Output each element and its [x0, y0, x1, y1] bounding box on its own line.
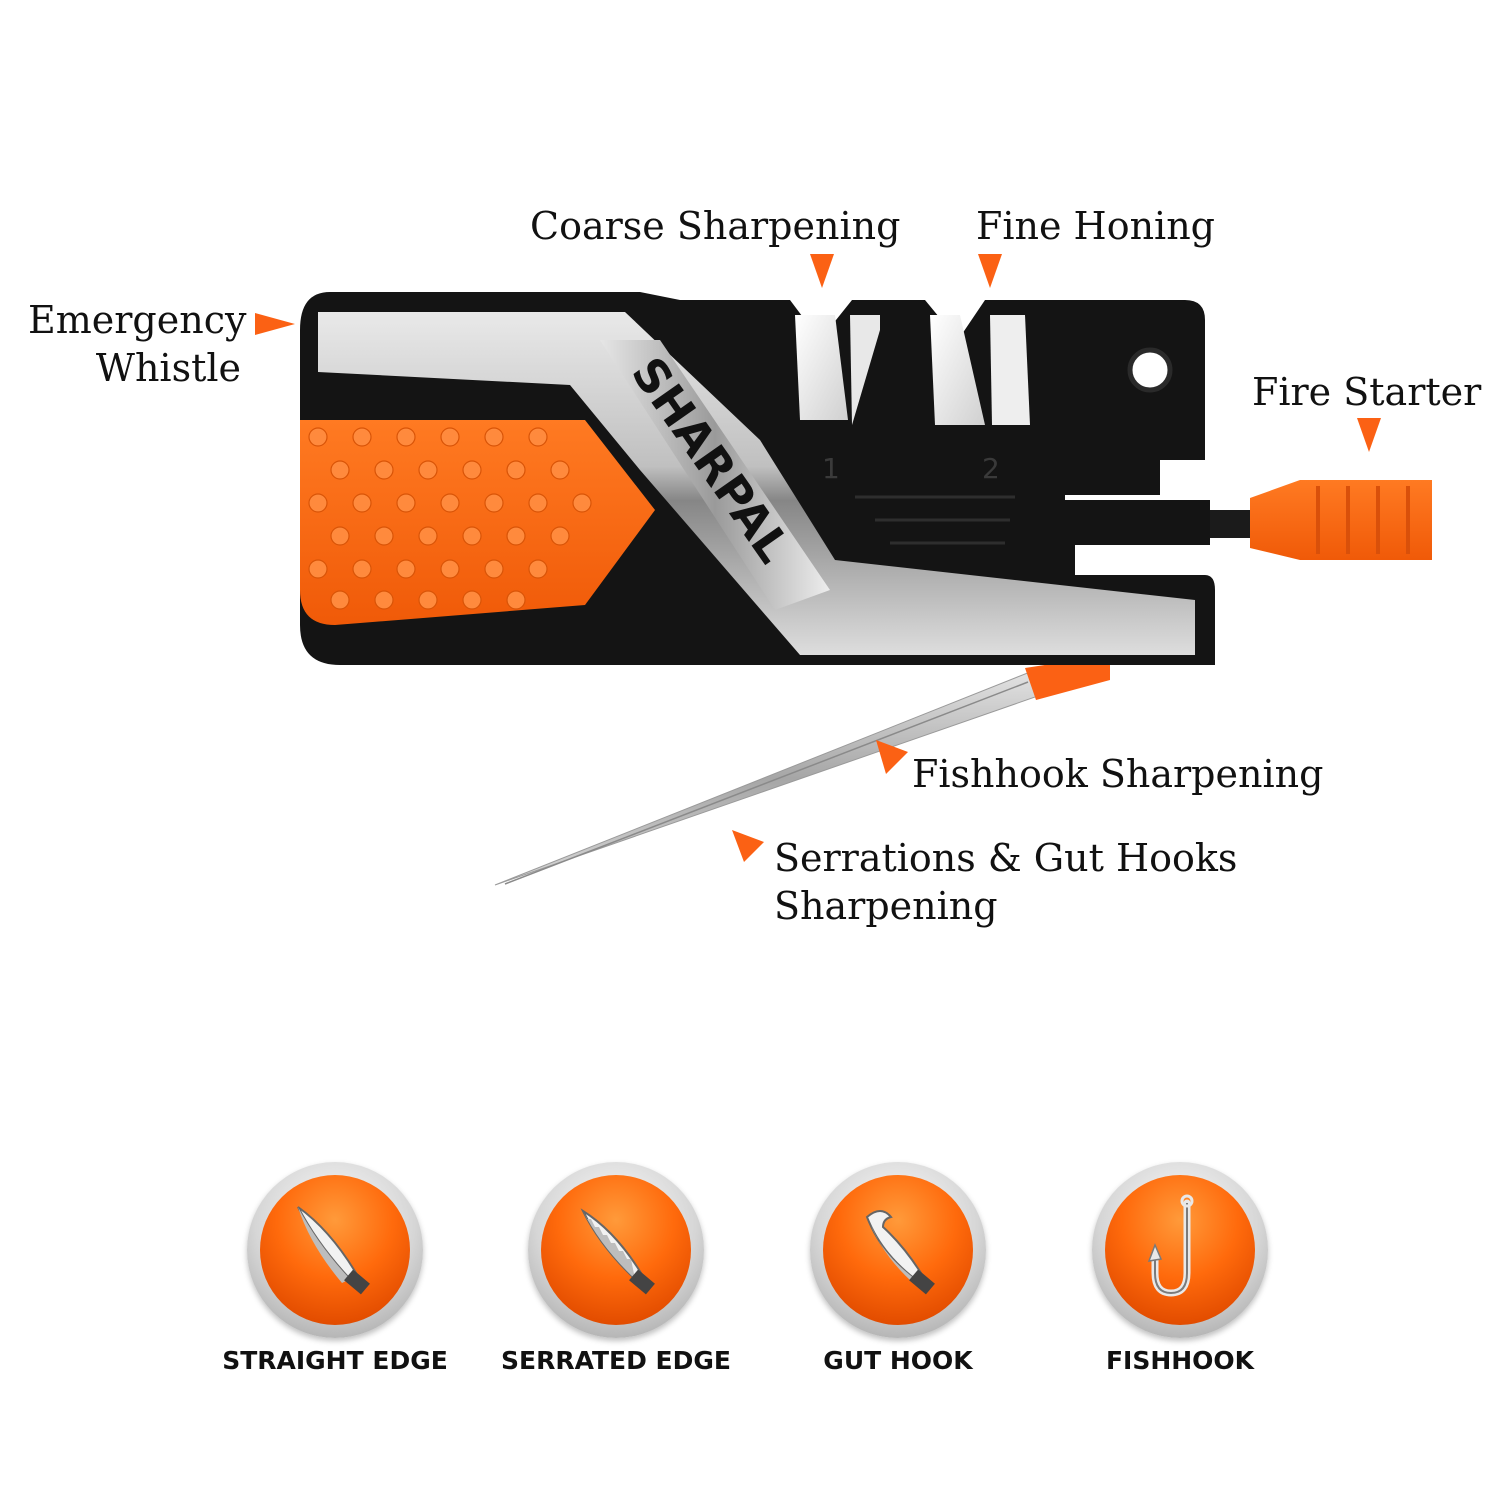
- grip-dot: [396, 493, 416, 513]
- grip-dot: [308, 493, 328, 513]
- grip-dot: [396, 559, 416, 579]
- grip-dot: [462, 590, 482, 610]
- grip-dot: [352, 427, 372, 447]
- chrome-diagonal: [600, 340, 830, 610]
- arrow-fire-icon: [1357, 418, 1381, 452]
- callout-fishhook-text: Fishhook Sharpening: [912, 752, 1324, 796]
- grip-dot: [484, 427, 504, 447]
- arrow-fine-icon: [978, 254, 1002, 288]
- straight-edge-knife-icon: [297, 1206, 370, 1295]
- fine-slot-number: 2: [982, 452, 1000, 485]
- grip-dot: [440, 493, 460, 513]
- grip-dot: [396, 427, 416, 447]
- grip-dot: [330, 526, 350, 546]
- grip-dot: [418, 590, 438, 610]
- callout-whistle-line2: Whistle: [95, 346, 241, 390]
- badge-label-straight-edge: STRAIGHT EDGE: [222, 1346, 448, 1375]
- coarse-slot: [795, 315, 880, 425]
- callout-serrations-line1: Serrations & Gut Hooks: [774, 836, 1238, 880]
- badge-gut-hook: [810, 1162, 986, 1338]
- arrow-serrations-icon: [732, 830, 764, 862]
- callout-fire-starter: Fire Starter: [1252, 368, 1481, 416]
- grip-lines: [855, 495, 1015, 545]
- grip-dot: [440, 559, 460, 579]
- arrow-whistle-icon: [255, 313, 295, 335]
- badge-fishhook: [1092, 1162, 1268, 1338]
- grip-dot: [528, 427, 548, 447]
- grip-dot: [352, 493, 372, 513]
- grip-dot: [572, 493, 592, 513]
- grip-dot: [308, 559, 328, 579]
- arrow-coarse-icon: [810, 254, 834, 288]
- sharpener-illustration: SHARPAL 1 2: [300, 292, 1432, 886]
- callout-coarse-text: Coarse Sharpening: [530, 204, 901, 248]
- grip-dot: [550, 460, 570, 480]
- arrow-fishhook-icon: [876, 740, 908, 774]
- badge-label-serrated-edge: SERRATED EDGE: [500, 1346, 731, 1375]
- callout-coarse-sharpening: Coarse Sharpening: [530, 202, 900, 250]
- grip-dot: [418, 460, 438, 480]
- callout-fine-text: Fine Honing: [976, 204, 1216, 248]
- grip-dot: [374, 460, 394, 480]
- grip-dot: [506, 460, 526, 480]
- grip-dot: [484, 559, 504, 579]
- grip-dot: [528, 493, 548, 513]
- grip-dot: [374, 526, 394, 546]
- callout-whistle-line1: Emergency: [28, 298, 247, 342]
- grip-dot: [462, 460, 482, 480]
- grip-dot: [528, 559, 548, 579]
- grip-dot: [330, 590, 350, 610]
- serrated-edge-knife-icon: [580, 1208, 655, 1295]
- badge-label-fishhook: FISHHOOK: [1105, 1346, 1255, 1375]
- diamond-rod: [494, 655, 1110, 886]
- grip-dot: [462, 526, 482, 546]
- grip-dot: [308, 427, 328, 447]
- callout-serrations-sharpening: Serrations & Gut Hooks Sharpening: [774, 834, 1237, 930]
- badge-label-gut-hook: GUT HOOK: [823, 1346, 973, 1375]
- grip-dot: [440, 427, 460, 447]
- grip-dot: [550, 526, 570, 546]
- grip-dot: [352, 559, 372, 579]
- callout-serrations-line2: Sharpening: [774, 884, 998, 928]
- grip-dot: [418, 526, 438, 546]
- grip-dot: [330, 460, 350, 480]
- fishhook-icon: [1147, 1194, 1194, 1297]
- orange-grip: [300, 420, 655, 625]
- badge-straight-edge: [247, 1162, 423, 1338]
- fine-slot: [930, 315, 1030, 425]
- gut-hook-knife-icon: [865, 1210, 935, 1295]
- grip-dot: [484, 493, 504, 513]
- badge-serrated-edge: [528, 1162, 704, 1338]
- grip-dot: [506, 526, 526, 546]
- callout-fine-honing: Fine Honing: [976, 202, 1215, 250]
- grip-dot: [374, 590, 394, 610]
- callout-emergency-whistle: Emergency Whistle: [28, 296, 247, 392]
- callout-fishhook-sharpening: Fishhook Sharpening: [912, 750, 1323, 798]
- callout-fire-text: Fire Starter: [1252, 370, 1482, 414]
- coarse-slot-number: 1: [822, 452, 840, 485]
- grip-dot: [506, 590, 526, 610]
